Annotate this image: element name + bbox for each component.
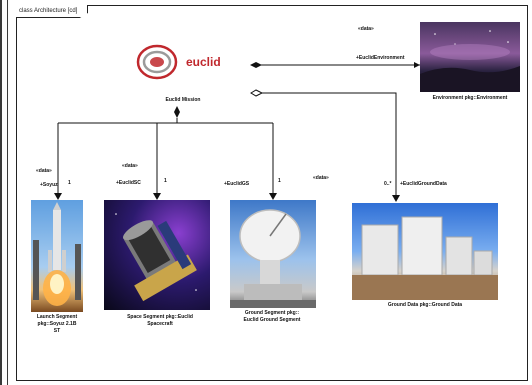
- edge-launch-multiplicity: 1: [68, 180, 71, 186]
- arrowhead-icon: [269, 193, 277, 200]
- ground-caption: Ground Segment pkg:: Euclid Ground Segme…: [222, 310, 322, 324]
- hollow-diamond-icon: [250, 89, 264, 97]
- mission-caption: Euclid Mission: [165, 97, 201, 103]
- launch-caption: Launch Segment pkg::Soyuz 2.1B ST: [22, 314, 92, 335]
- filled-diamond-icon: [250, 62, 262, 68]
- environment-caption: Environment pkg::Environment: [432, 95, 508, 101]
- space-caption: Space Segment pkg::Euclid Spacecraft: [108, 314, 212, 328]
- edge-ground-role: +EuclidGS: [224, 181, 250, 187]
- edge-ground-multiplicity: 1: [278, 178, 281, 184]
- edge-space-stereotype: «data»: [122, 163, 138, 169]
- ground-data-caption: Ground Data pkg::Ground Data: [387, 302, 463, 308]
- arrowhead-icon: [54, 193, 62, 200]
- window-border-left: [0, 0, 2, 385]
- edge-environment[interactable]: [250, 62, 420, 68]
- environment-image[interactable]: [420, 22, 520, 92]
- filled-diamond-icon: [174, 106, 180, 118]
- euclid-mission-logo[interactable]: euclid: [135, 41, 225, 83]
- ground-data-image[interactable]: [352, 203, 498, 300]
- edge-data-stereotype: «data»: [313, 175, 329, 181]
- rocket-icon: [33, 202, 81, 306]
- antenna-dish-icon: [230, 209, 316, 308]
- edge-data-role: +EuclidGroundData: [400, 181, 447, 187]
- edge-segments[interactable]: [54, 106, 277, 200]
- space-segment-image[interactable]: [104, 200, 210, 310]
- arrowhead-icon: [392, 195, 400, 202]
- diagram-frame-title: class Architecture [cd]: [16, 5, 89, 18]
- night-sky-icon: [420, 30, 520, 92]
- launch-segment-image[interactable]: [31, 200, 83, 312]
- edge-launch-stereotype: «data»: [36, 168, 52, 174]
- edge-env-stereotype: «data»: [358, 26, 374, 32]
- launch-caption-line2: pkg::Soyuz 2.1B: [37, 321, 77, 327]
- space-caption-line2: Spacecraft: [147, 321, 173, 327]
- edge-ground-data[interactable]: [250, 89, 400, 202]
- logo-text: euclid: [186, 55, 221, 69]
- launch-caption-line1: Launch Segment: [36, 314, 78, 320]
- edge-env-role: +EuclidEnvironment: [356, 55, 405, 61]
- ground-caption-line2: Euclid Ground Segment: [243, 317, 301, 323]
- edge-launch-role: +Soyuz: [40, 182, 58, 188]
- arrowhead-icon: [414, 62, 420, 68]
- ground-caption-line1: Ground Segment pkg::: [244, 310, 300, 316]
- edge-data-multiplicity: 0..*: [384, 181, 392, 187]
- window-border-inner: [7, 0, 8, 385]
- arrowhead-icon: [153, 193, 161, 200]
- euclid-swirl-icon: [136, 44, 178, 80]
- spacecraft-icon: [115, 213, 197, 302]
- edge-space-role: +EuclidSC: [116, 180, 141, 186]
- ground-segment-image[interactable]: [230, 200, 316, 308]
- edge-space-multiplicity: 1: [164, 178, 167, 184]
- observatory-building-icon: [352, 216, 498, 300]
- launch-caption-line3: ST: [53, 328, 61, 334]
- space-caption-line1: Space Segment pkg::Euclid: [127, 314, 193, 320]
